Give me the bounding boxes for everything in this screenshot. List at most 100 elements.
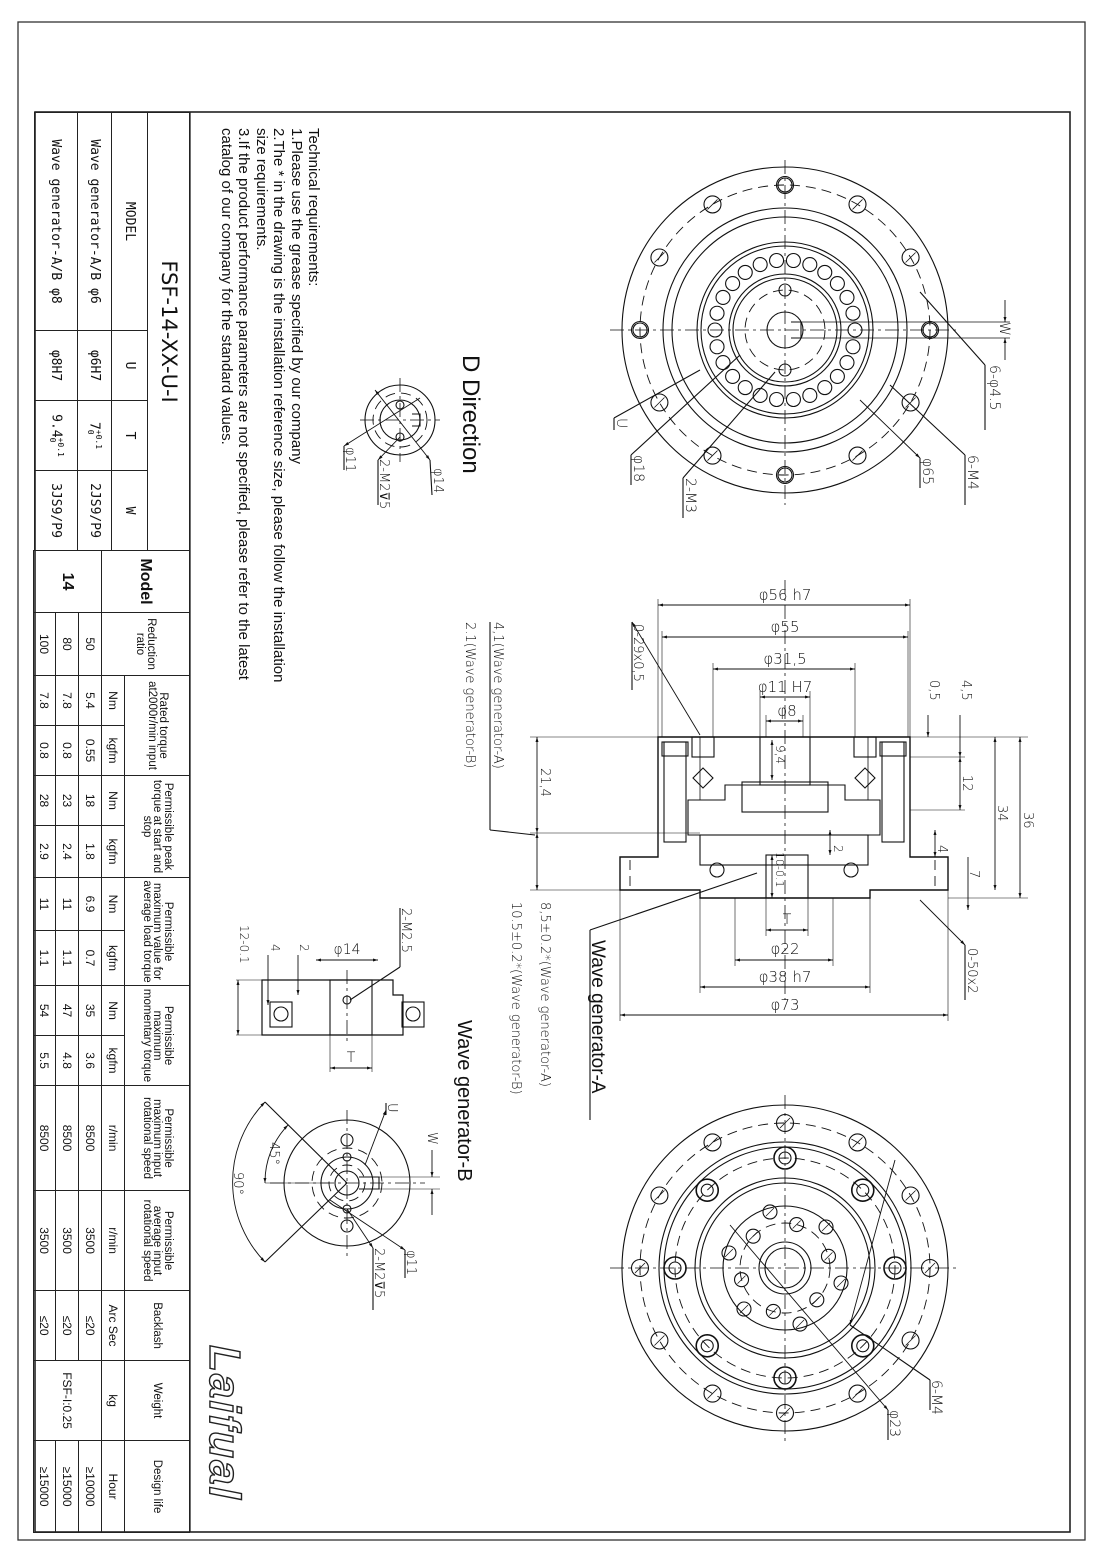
header-group: Design life [124, 1440, 190, 1533]
wgb-label-4: 4 [268, 944, 282, 952]
wgb-keyway [359, 1176, 380, 1190]
cell-value: 8500 [33, 1085, 56, 1191]
bolt-hole [901, 248, 920, 267]
hole-slash [737, 1275, 746, 1284]
wgb-label-2: 2 [297, 944, 311, 952]
wg-ball-right [843, 862, 859, 878]
logo: Laifual [200, 1345, 249, 1501]
hole-slash [905, 1335, 916, 1346]
cell-value: 4.8 [55, 1035, 79, 1086]
wave-generator-hub [741, 781, 829, 813]
hole-slash [824, 1252, 833, 1261]
cell-value: 8500 [55, 1085, 79, 1191]
bolt-hole [920, 320, 940, 340]
bearing-outer-2 [700, 245, 870, 415]
flange-ring-inner [671, 216, 899, 444]
tech-line: 3.If the product performance parameters … [235, 128, 253, 680]
label-34: 34 [994, 805, 1009, 822]
tech-line: 2.The * in the drawing is the installati… [270, 128, 288, 683]
hole-slash [654, 252, 665, 263]
title-block: FSF-14-XX-U-I MODEL U T W Wave generator… [33, 112, 190, 1533]
label-d11: φ11 H7 [758, 678, 813, 696]
wave-generator-b-view [232, 908, 440, 1310]
cell-value: 3500 [55, 1190, 79, 1291]
bolt-left [663, 741, 687, 843]
bolt-hole-inner [922, 322, 938, 338]
cell-model: 14 [33, 550, 102, 613]
wgb-label-d14: φ14 [333, 942, 360, 958]
roller [785, 391, 801, 408]
hole-slash [836, 1278, 846, 1288]
cell-ratio: 100 [33, 612, 56, 676]
label-oring2: 0-50x2 [964, 948, 979, 993]
unit-cell: kgfm [101, 725, 125, 776]
hole-slash [905, 1190, 916, 1201]
wgb-label-t: T [347, 1050, 356, 1066]
bolt [856, 1183, 870, 1197]
keyway [791, 321, 802, 339]
leader [489, 829, 536, 836]
cell-design-life: ≥10000 [78, 1440, 102, 1533]
hole-slash [654, 397, 665, 408]
cell-ratio: 50 [78, 612, 102, 676]
roller [715, 354, 731, 371]
leader-wga [589, 872, 758, 931]
roller [785, 252, 801, 269]
d-label-d14: φ14 [430, 468, 445, 493]
t-lower: 0 [48, 437, 57, 443]
counterbore [773, 1366, 797, 1390]
bolt-hole [901, 1186, 920, 1205]
output-hole [833, 1275, 849, 1291]
hole-slash [654, 1190, 665, 1201]
output-hole [765, 1303, 781, 1320]
t-upper: +0.1 [56, 437, 65, 457]
bolt-hole [775, 465, 795, 485]
cell-value: 1.8 [78, 825, 102, 878]
bolt-hole [901, 1331, 920, 1350]
unit-cell: kgfm [101, 825, 125, 878]
unit-cell: Nm [101, 675, 125, 726]
bolt-hole [920, 1258, 940, 1278]
cell-value: 3500 [78, 1190, 102, 1291]
cell-value: 3.6 [78, 1035, 102, 1086]
header-group: Permissible peak torque at start and sto… [124, 775, 190, 878]
cross-roller-left [692, 767, 714, 789]
counterbore [850, 1178, 875, 1203]
bolt-circle-2 [674, 1157, 896, 1379]
bolt-hole [650, 393, 669, 412]
hole-slash [707, 1137, 718, 1148]
cell-value: 5.5 [33, 1035, 56, 1086]
roller [707, 322, 723, 338]
roller [709, 339, 725, 355]
bearing-inner [728, 273, 842, 387]
unit-cell: Nm [101, 775, 125, 826]
bolt [700, 1339, 714, 1353]
tap-hole [778, 283, 792, 297]
wg-ball-left [709, 862, 725, 878]
label-4: 4 [934, 845, 949, 853]
roller [737, 380, 753, 396]
output-ring [722, 1205, 848, 1331]
bolt-hole [848, 446, 867, 465]
header-group: Permissible average input rotational spe… [124, 1190, 190, 1291]
section-view [489, 580, 1028, 1120]
roller [829, 368, 845, 384]
hole-slash [707, 199, 718, 210]
hole-slash [779, 1117, 791, 1129]
unit-cell: r/min [101, 1190, 125, 1291]
wgb-label-12: 12-0.1 [237, 925, 251, 964]
note-wave-generator-b: 2.1(Wave generator-B) [462, 622, 477, 768]
bolt [778, 1151, 792, 1165]
cell-design-life: ≥15000 [55, 1440, 79, 1533]
leader [364, 1109, 387, 1166]
flange-ring [662, 207, 908, 453]
roller [845, 305, 861, 321]
dim-d14 [374, 389, 431, 461]
bolt-hole-inner [777, 467, 793, 483]
label-holes: 6-φ4.5 [986, 365, 1002, 410]
model-title: FSF-14-XX-U-I [147, 112, 190, 551]
bolt-hole [650, 1331, 669, 1350]
header-group: Permissible maximum momentary torque [124, 985, 190, 1086]
wgb-bore [329, 979, 373, 1036]
